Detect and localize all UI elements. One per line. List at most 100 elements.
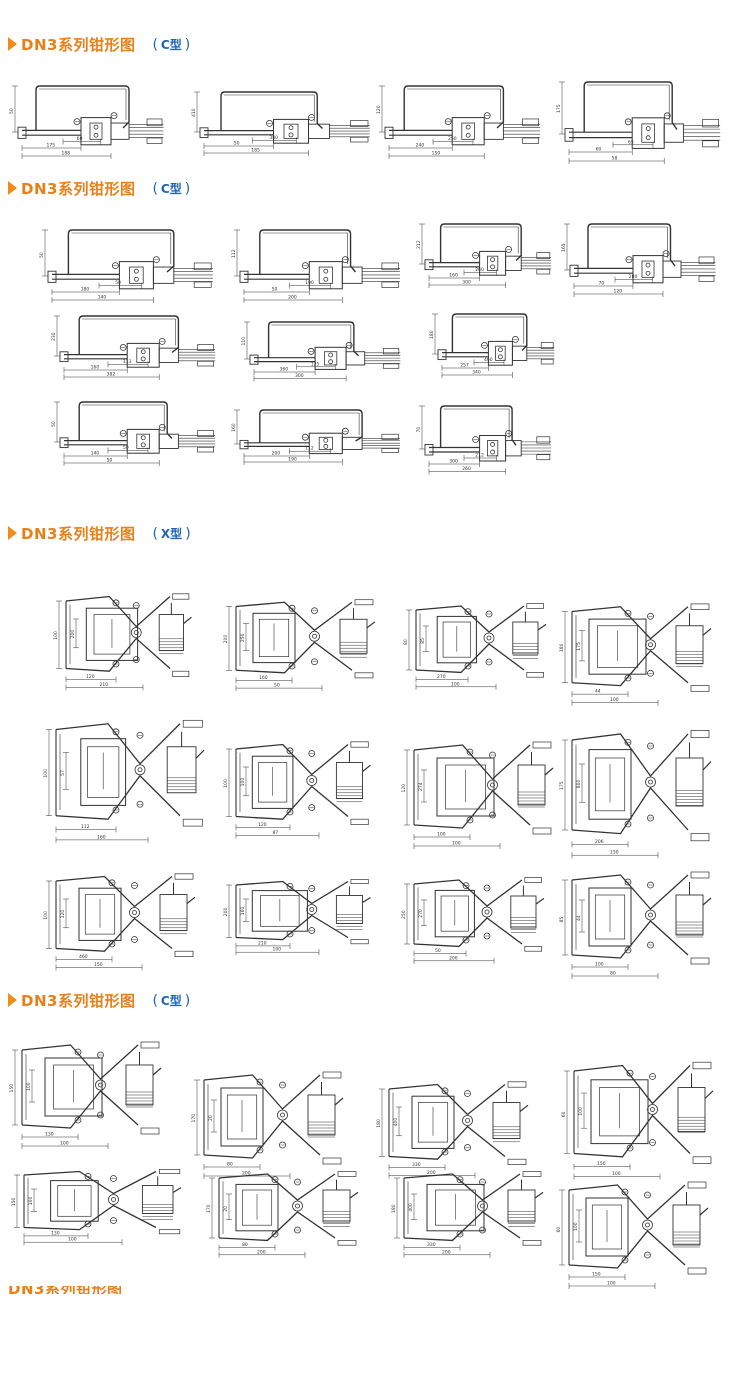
section-type: (C型) [152, 36, 191, 53]
svg-text:80: 80 [403, 639, 409, 645]
svg-text:100: 100 [573, 1222, 579, 1231]
svg-text:60: 60 [561, 1111, 567, 1117]
svg-text:112: 112 [81, 824, 90, 830]
svg-text:50: 50 [272, 287, 278, 293]
svg-text:212: 212 [475, 453, 484, 459]
svg-text:113: 113 [123, 359, 132, 365]
section-header-1: DN3系列钳形图 (C型) [8, 33, 193, 55]
svg-text:60: 60 [77, 136, 83, 142]
svg-text:800: 800 [576, 779, 582, 788]
svg-text:400: 400 [408, 1203, 414, 1212]
svg-text:150: 150 [432, 151, 441, 157]
svg-text:70: 70 [416, 427, 422, 433]
svg-text:57: 57 [60, 770, 66, 776]
svg-text:180: 180 [429, 330, 435, 339]
svg-text:210: 210 [100, 682, 109, 688]
svg-text:180: 180 [81, 287, 90, 293]
svg-text:150: 150 [610, 850, 619, 856]
svg-text:50: 50 [115, 280, 121, 286]
svg-text:50: 50 [107, 458, 113, 464]
chevron-right-icon [8, 37, 17, 51]
svg-text:100: 100 [60, 1141, 69, 1147]
svg-text:130: 130 [45, 1132, 54, 1138]
svg-text:257: 257 [460, 363, 469, 369]
svg-text:120: 120 [376, 105, 382, 114]
svg-text:300: 300 [462, 280, 471, 286]
svg-text:274: 274 [418, 782, 424, 791]
svg-text:180: 180 [376, 1119, 382, 1128]
svg-text:100: 100 [578, 1107, 584, 1116]
svg-text:382: 382 [107, 372, 116, 378]
svg-text:360: 360 [280, 367, 289, 373]
partial-section-header: DN3系列钳形图 [8, 1286, 208, 1294]
svg-text:100: 100 [595, 962, 604, 968]
svg-text:120: 120 [86, 674, 95, 680]
svg-text:85: 85 [559, 917, 565, 923]
svg-text:20: 20 [223, 1206, 229, 1212]
svg-text:340: 340 [472, 370, 481, 376]
x-gun-drawing: 100 80 85 44 [559, 871, 712, 979]
svg-text:44: 44 [576, 915, 582, 921]
section-title: DN3系列钳形图 [21, 991, 136, 1010]
svg-text:200: 200 [70, 630, 76, 639]
svg-text:85: 85 [420, 638, 426, 644]
svg-text:160: 160 [449, 273, 458, 279]
svg-text:330: 330 [412, 1162, 421, 1168]
svg-text:260: 260 [462, 466, 471, 472]
section-title: DN3系列钳形图 [21, 179, 136, 198]
svg-text:206: 206 [595, 839, 604, 845]
svg-text:80: 80 [227, 1162, 233, 1168]
svg-text:120: 120 [60, 910, 66, 919]
svg-text:170: 170 [191, 1114, 197, 1123]
svg-text:460: 460 [79, 954, 88, 960]
svg-text:100: 100 [452, 841, 461, 847]
svg-text:250: 250 [401, 910, 407, 919]
svg-text:410: 410 [191, 108, 197, 117]
section-title: DN3系列钳形图 [21, 524, 136, 543]
svg-text:100: 100 [612, 1171, 621, 1177]
svg-text:270: 270 [418, 909, 424, 918]
svg-text:280: 280 [629, 274, 638, 280]
svg-text:160: 160 [231, 423, 237, 432]
svg-text:100: 100 [43, 769, 49, 778]
svg-text:140: 140 [91, 451, 100, 457]
section-header-4: DN3系列钳形图 (C型) [8, 989, 193, 1011]
svg-text:200: 200 [257, 1249, 266, 1255]
svg-text:200: 200 [242, 1171, 251, 1177]
svg-text:112: 112 [231, 249, 237, 258]
svg-text:250: 250 [240, 633, 246, 642]
section-type: (C型) [152, 180, 191, 197]
svg-text:110: 110 [241, 337, 247, 346]
svg-text:250: 250 [448, 136, 457, 142]
svg-text:210: 210 [258, 940, 267, 946]
svg-text:50: 50 [123, 445, 129, 451]
svg-text:100: 100 [437, 832, 446, 838]
svg-text:300: 300 [449, 459, 458, 465]
svg-text:80: 80 [610, 971, 616, 977]
svg-text:120: 120 [614, 289, 623, 295]
svg-text:330: 330 [427, 1242, 436, 1248]
svg-text:185: 185 [251, 148, 260, 154]
svg-text:190: 190 [305, 280, 314, 286]
svg-text:60: 60 [556, 1227, 562, 1233]
chevron-right-icon [8, 181, 17, 195]
svg-text:150: 150 [592, 1272, 601, 1278]
svg-text:200: 200 [442, 1249, 451, 1255]
